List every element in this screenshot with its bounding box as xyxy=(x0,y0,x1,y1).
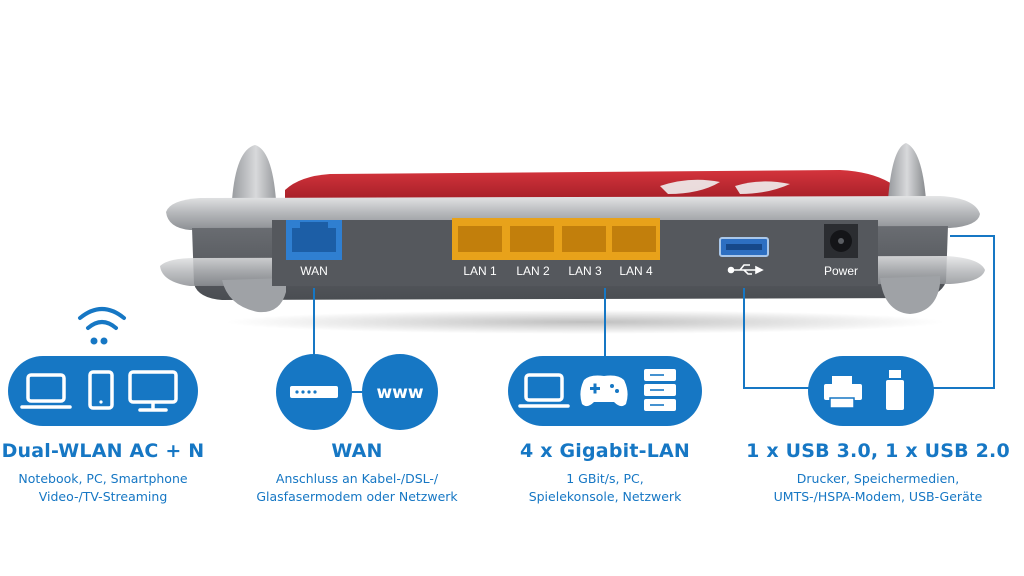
laptop-icon xyxy=(20,373,72,409)
usb-feature-desc-2: UMTS-/HSPA-Modem, USB-Geräte xyxy=(773,489,983,504)
power-label: Power xyxy=(824,264,858,278)
monitor-icon xyxy=(128,370,178,412)
wlan-device-pill xyxy=(8,356,198,426)
modem-icon xyxy=(290,386,338,398)
usb-symbol-icon xyxy=(727,264,764,275)
power-jack xyxy=(824,224,858,258)
wlan-feature-desc-2: Video-/TV-Streaming xyxy=(38,489,168,504)
wan-feature-desc-1: Anschluss an Kabel-/DSL-/ xyxy=(275,471,439,486)
printer-icon xyxy=(824,376,862,409)
lan-ports xyxy=(452,218,660,260)
router-device: WAN LAN 1 LAN 2 LAN 3 LAN 4 xyxy=(160,143,985,334)
gamepad-icon xyxy=(580,375,628,407)
wan-feature-desc-2: Glasfasermodem oder Netzwerk xyxy=(256,489,458,504)
wlan-feature-title: Dual-WLAN AC + N xyxy=(1,440,205,462)
wan-port-label: WAN xyxy=(300,264,328,278)
usb-feature-title: 1 x USB 3.0, 1 x USB 2.0 xyxy=(746,440,1010,462)
lan2-label: LAN 2 xyxy=(516,264,550,278)
usb-stick-icon xyxy=(886,370,904,410)
laptop-icon xyxy=(518,373,570,408)
usb-feature-desc-1: Drucker, Speichermedien, xyxy=(796,471,960,486)
connector-lines xyxy=(313,235,995,389)
lan4-label: LAN 4 xyxy=(619,264,653,278)
wifi-icon xyxy=(78,307,126,345)
wan-port xyxy=(286,220,342,260)
usb-port xyxy=(719,237,769,257)
wlan-feature-desc-1: Notebook, PC, Smartphone xyxy=(18,471,188,486)
www-label: www xyxy=(376,383,423,403)
server-icon xyxy=(644,369,676,411)
lan-feature-desc-1: 1 GBit/s, PC, xyxy=(566,471,644,486)
lan-feature-desc-2: Spielekonsole, Netzwerk xyxy=(528,489,682,504)
lan-feature-title: 4 x Gigabit-LAN xyxy=(519,440,691,462)
lan1-label: LAN 1 xyxy=(463,264,497,278)
lan3-label: LAN 3 xyxy=(568,264,602,278)
www-bubble xyxy=(362,354,438,430)
smartphone-icon xyxy=(88,370,114,410)
wan-feature-title: WAN xyxy=(331,440,383,462)
